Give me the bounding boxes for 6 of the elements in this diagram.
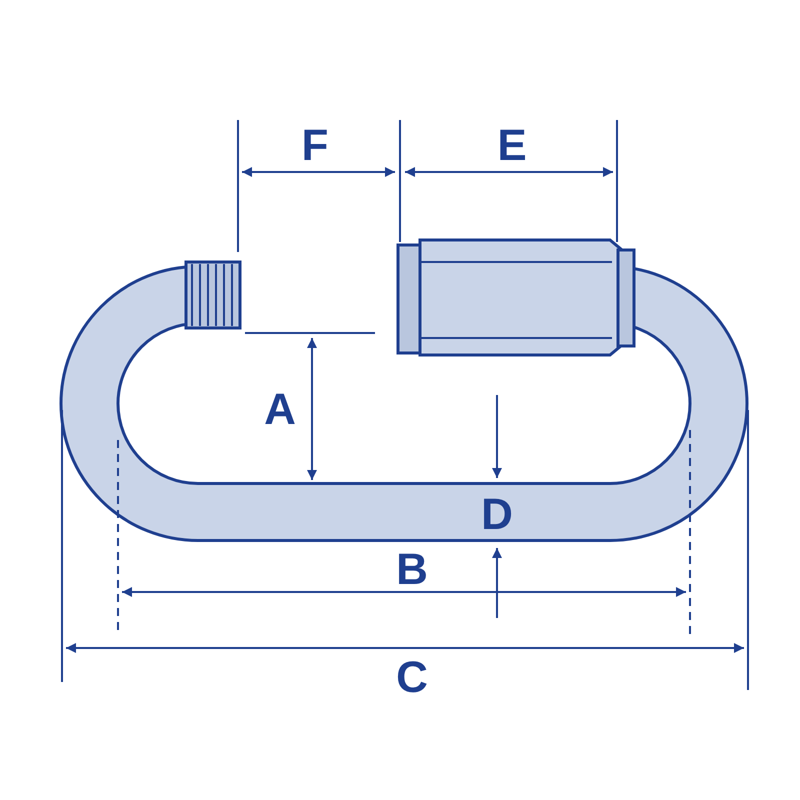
dimension-label: C [396,656,428,700]
dimension-label: F [302,124,328,168]
dimension-label: D [481,493,513,537]
dimension-label: B [396,548,428,592]
dimension-label: E [497,124,527,168]
dimension-label: A [264,388,296,432]
